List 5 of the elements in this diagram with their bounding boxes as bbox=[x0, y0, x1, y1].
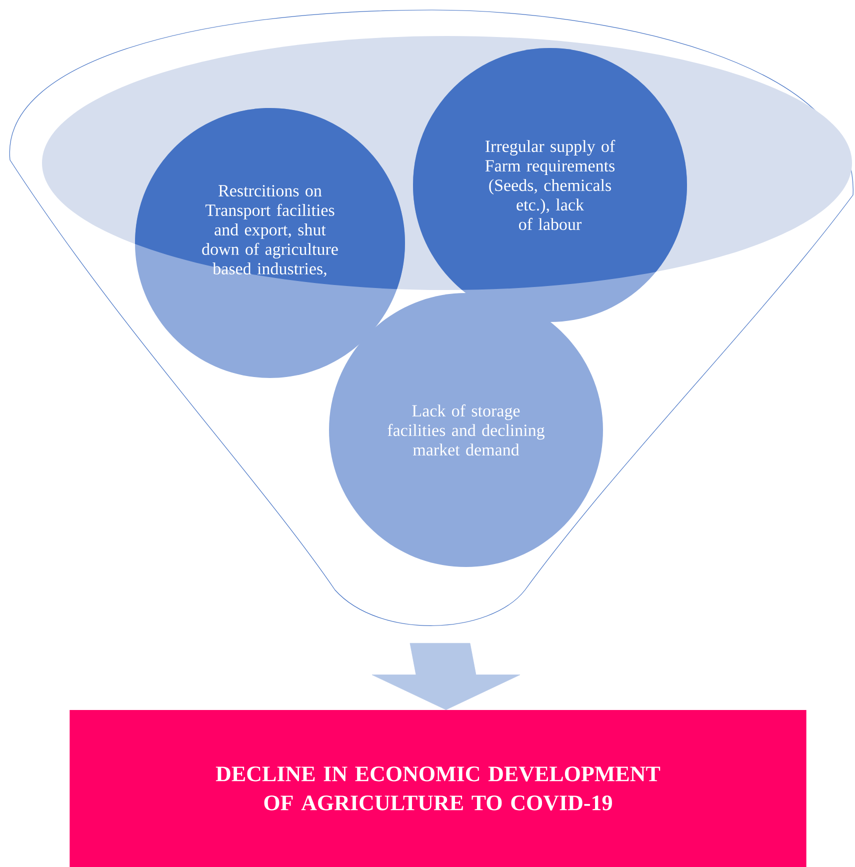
block-arrow bbox=[372, 643, 520, 710]
funnel-drawing bbox=[10, 10, 854, 626]
node-label: Lack of storage facilities and declining market demand bbox=[388, 404, 545, 456]
result-box: DECLINE IN ECONOMIC DEVELOPMENT OF AGRICULTURE TO COVID-19 bbox=[70, 710, 806, 867]
node-label: Irregular supply of Farm requirements (Seeds, chemicals etc.), lack of labour bbox=[485, 140, 616, 230]
